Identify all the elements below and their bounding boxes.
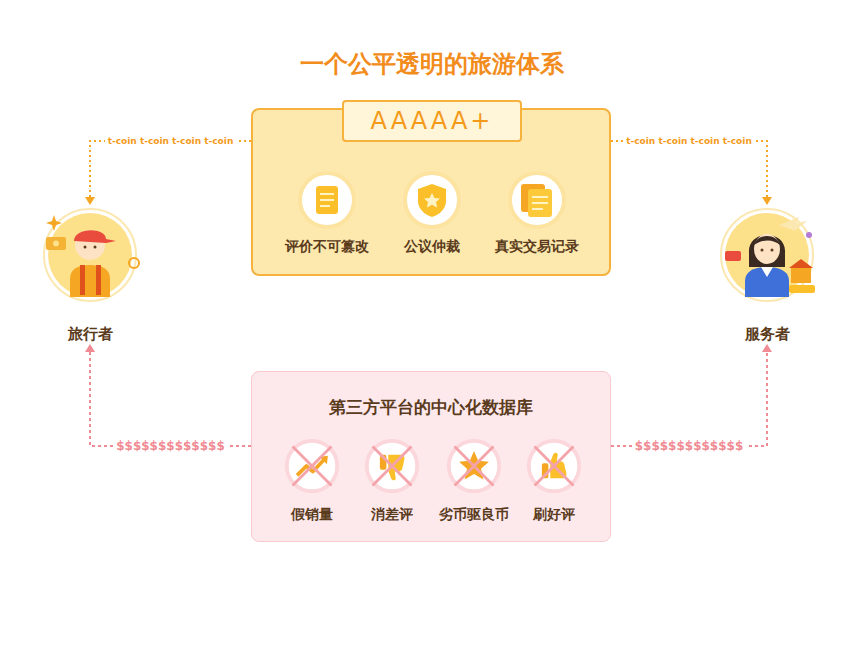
item-label: 假销量 bbox=[269, 506, 355, 524]
diagram-title: 一个公平透明的旅游体系 bbox=[0, 48, 863, 80]
rating-tab: AAAAA+ bbox=[342, 100, 522, 142]
service-icon bbox=[717, 205, 817, 305]
item-label: 评价不可篡改 bbox=[269, 238, 385, 256]
star-icon bbox=[446, 438, 502, 494]
problem-item: 劣币驱良币 bbox=[431, 438, 517, 524]
connector-label: $$$$$$$$$$$$$ bbox=[632, 439, 747, 453]
actor-label: 旅行者 bbox=[37, 325, 143, 344]
item-label: 刷好评 bbox=[511, 506, 597, 524]
actor-figure: 旅行者 bbox=[37, 205, 143, 344]
down-icon bbox=[364, 438, 420, 494]
feature-item: 真实交易记录 bbox=[479, 170, 595, 256]
doc-icon bbox=[297, 170, 357, 230]
docs-icon bbox=[507, 170, 567, 230]
database-panel: 第三方平台的中心化数据库假销量消差评劣币驱良币刷好评 bbox=[251, 371, 611, 542]
flow-connector bbox=[85, 141, 251, 205]
item-label: 公议仲裁 bbox=[374, 238, 490, 256]
panel-heading: 第三方平台的中心化数据库 bbox=[252, 396, 610, 419]
item-label: 真实交易记录 bbox=[479, 238, 595, 256]
arrow-head bbox=[85, 344, 95, 352]
arrow-head bbox=[762, 197, 772, 205]
up-icon bbox=[526, 438, 582, 494]
problem-item: 假销量 bbox=[269, 438, 355, 524]
feature-item: 公议仲裁 bbox=[374, 170, 490, 256]
item-label: 劣币驱良币 bbox=[431, 506, 517, 524]
flow-connector bbox=[611, 344, 772, 446]
connector-label: $$$$$$$$$$$$$ bbox=[113, 439, 228, 453]
flow-connector bbox=[85, 344, 251, 446]
connector-label: t-coin t-coin t-coin t-coin bbox=[623, 136, 755, 146]
arrow-head bbox=[85, 197, 95, 205]
traveller-icon bbox=[40, 205, 140, 305]
actor-figure: 服务者 bbox=[714, 205, 820, 344]
arrow-head bbox=[762, 344, 772, 352]
item-label: 消差评 bbox=[349, 506, 435, 524]
fake-icon bbox=[284, 438, 340, 494]
flow-connector bbox=[611, 141, 772, 205]
problem-item: 刷好评 bbox=[511, 438, 597, 524]
problem-item: 消差评 bbox=[349, 438, 435, 524]
feature-item: 评价不可篡改 bbox=[269, 170, 385, 256]
connector-label: t-coin t-coin t-coin t-coin bbox=[105, 136, 237, 146]
actor-label: 服务者 bbox=[714, 325, 820, 344]
shield-icon bbox=[402, 170, 462, 230]
trust-panel: AAAAA+评价不可篡改公议仲裁真实交易记录 bbox=[251, 108, 611, 276]
